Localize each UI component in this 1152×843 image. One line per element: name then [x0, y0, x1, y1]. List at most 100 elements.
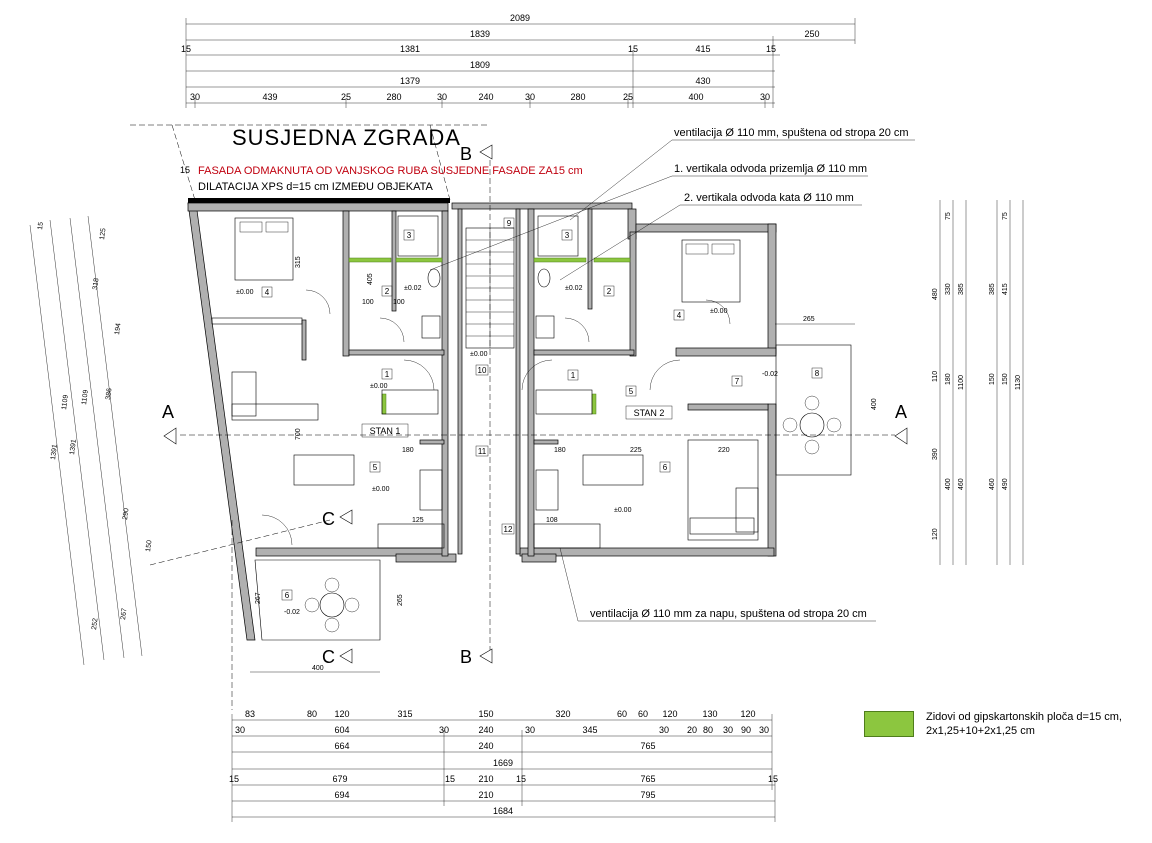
- stan-2-label: STAN 2: [634, 408, 665, 418]
- dim-left-194: 194: [114, 323, 122, 336]
- room-2-left: 2: [385, 287, 390, 296]
- left-dimension-chains: 15 1391 1109 1391 1109 318 194 252 125 3…: [29, 215, 153, 666]
- dim-bot2-20: 20: [687, 725, 697, 735]
- dim-bot6-795: 795: [640, 790, 655, 800]
- dim-bot5-210: 210: [478, 774, 493, 784]
- dim-bot5-15c: 15: [516, 774, 526, 784]
- dim-top-415: 415: [695, 44, 710, 54]
- neighbor-building: SUSJEDNA ZGRADA 15 FASADA ODMAKNUTA OD V…: [130, 124, 583, 203]
- level-stair: ±0.00: [470, 351, 488, 358]
- dim-315: 315: [295, 256, 302, 268]
- dim-bot2-345: 345: [582, 725, 597, 735]
- room-12: 12: [504, 525, 513, 534]
- dim-right-75a: 75: [945, 212, 952, 220]
- room-6-left: 6: [285, 591, 290, 600]
- dim-180b: 180: [554, 447, 566, 454]
- note-vent2: ventilacija Ø 110 mm za napu, spuštena o…: [590, 608, 867, 620]
- dim-left-252: 252: [91, 618, 99, 631]
- dim-bot-80: 80: [307, 709, 317, 719]
- room-10: 10: [478, 366, 487, 375]
- section-c-bottom: C: [322, 647, 335, 667]
- dim-bot5-15a: 15: [229, 774, 239, 784]
- bottom-dimension-chains: 83 80 120 315 150 320 60 60 120 130 120 …: [229, 709, 778, 822]
- doors: [261, 289, 731, 546]
- dim-bot2-30a: 30: [235, 725, 245, 735]
- room-2-right: 2: [607, 287, 612, 296]
- dim-bot-120c: 120: [740, 709, 755, 719]
- room-4-right: 4: [677, 311, 682, 320]
- dim-top-25a: 25: [341, 92, 351, 102]
- dim-top-280a: 280: [386, 92, 401, 102]
- room-3-left: 3: [407, 231, 412, 240]
- room-6-right: 6: [663, 463, 668, 472]
- dim-top-280b: 280: [570, 92, 585, 102]
- dim-left-290: 290: [122, 508, 130, 521]
- dim-bot5-15d: 15: [768, 774, 778, 784]
- dim-left-1109b: 1109: [81, 389, 90, 405]
- dim-right-1100: 1100: [958, 375, 965, 390]
- dim-left-15: 15: [37, 222, 45, 231]
- dim-bot-150: 150: [478, 709, 493, 719]
- dim-right-385a: 385: [958, 283, 965, 295]
- level-hall-left: ±0.00: [370, 383, 388, 390]
- exterior-walls: [187, 202, 777, 641]
- room-4-left: 4: [265, 288, 270, 297]
- dim-top-15b: 15: [628, 44, 638, 54]
- neighbor-label: SUSJEDNA ZGRADA: [232, 125, 461, 150]
- dim-bot2-240: 240: [478, 725, 493, 735]
- dim-top-25b: 25: [623, 92, 633, 102]
- level-terrace-left: -0.02: [284, 609, 300, 616]
- dim-right-75b: 75: [1002, 212, 1009, 220]
- dim-bot7-1684: 1684: [493, 806, 513, 816]
- room-5-left: 5: [373, 463, 378, 472]
- dim-top-400: 400: [688, 92, 703, 102]
- level-room4: ±0.00: [236, 289, 254, 296]
- dim-top-30b: 30: [437, 92, 447, 102]
- dim-top-15a: 15: [181, 44, 191, 54]
- dim-bot5-15b: 15: [445, 774, 455, 784]
- dim-bot3-765: 765: [640, 741, 655, 751]
- dim-top-30a: 30: [190, 92, 200, 102]
- dim-right-1130: 1130: [1015, 375, 1022, 390]
- room-11: 11: [478, 447, 487, 456]
- room-3-right: 3: [565, 231, 570, 240]
- room-7: 7: [735, 377, 740, 386]
- dim-top-1381: 1381: [400, 44, 420, 54]
- level-living-right: ±0.00: [614, 507, 632, 514]
- dim-400b: 400: [312, 665, 324, 672]
- dim-top-250: 250: [804, 29, 819, 39]
- dim-right-385b: 385: [989, 283, 996, 295]
- dim-bot2-604: 604: [334, 725, 349, 735]
- dim-bot-120a: 120: [334, 709, 349, 719]
- room-9: 9: [507, 219, 512, 228]
- room-labels: 4 2 3 1 5 6 1 2 3 4 5 6 7 8 9 10 11 12: [261, 217, 823, 601]
- section-c-top: C: [322, 509, 335, 529]
- note-vert1: 1. vertikala odvoda prizemlja Ø 110 mm: [674, 163, 867, 175]
- dim-right-490: 490: [1002, 478, 1009, 490]
- dim-left-125: 125: [99, 228, 107, 241]
- dim-right-400: 400: [945, 478, 952, 490]
- dim-265b: 265: [397, 594, 404, 606]
- level-bath-right: ±0.02: [565, 285, 583, 292]
- dim-bot3-240: 240: [478, 741, 493, 751]
- section-b-bottom: B: [460, 647, 472, 667]
- dim-bot5-679: 679: [332, 774, 347, 784]
- dim-left-318: 318: [92, 278, 100, 291]
- dim-right-330: 330: [945, 283, 952, 295]
- dim-left-1109a: 1109: [61, 394, 70, 410]
- dim-top-240: 240: [478, 92, 493, 102]
- level-bath-left: ±0.02: [404, 285, 422, 292]
- terrace-right: [775, 344, 852, 476]
- dim-100b: 100: [393, 299, 405, 306]
- dim-700: 700: [295, 428, 302, 440]
- section-markers: A A B B C C: [162, 144, 908, 667]
- plan-interior-dims: 315 405 100 100 180 180 225 220 265 400 …: [250, 256, 878, 673]
- level-markers: ±0.00 ±0.02 ±0.00 ±0.00 -0.02 ±0.02 ±0.0…: [236, 285, 778, 616]
- dim-bot6-694: 694: [334, 790, 349, 800]
- dim-right-480: 480: [932, 288, 939, 300]
- dim-bot3-664: 664: [334, 741, 349, 751]
- dim-bot-320: 320: [555, 709, 570, 719]
- dim-right-460a: 460: [958, 478, 965, 490]
- dim-267: 267: [255, 592, 262, 604]
